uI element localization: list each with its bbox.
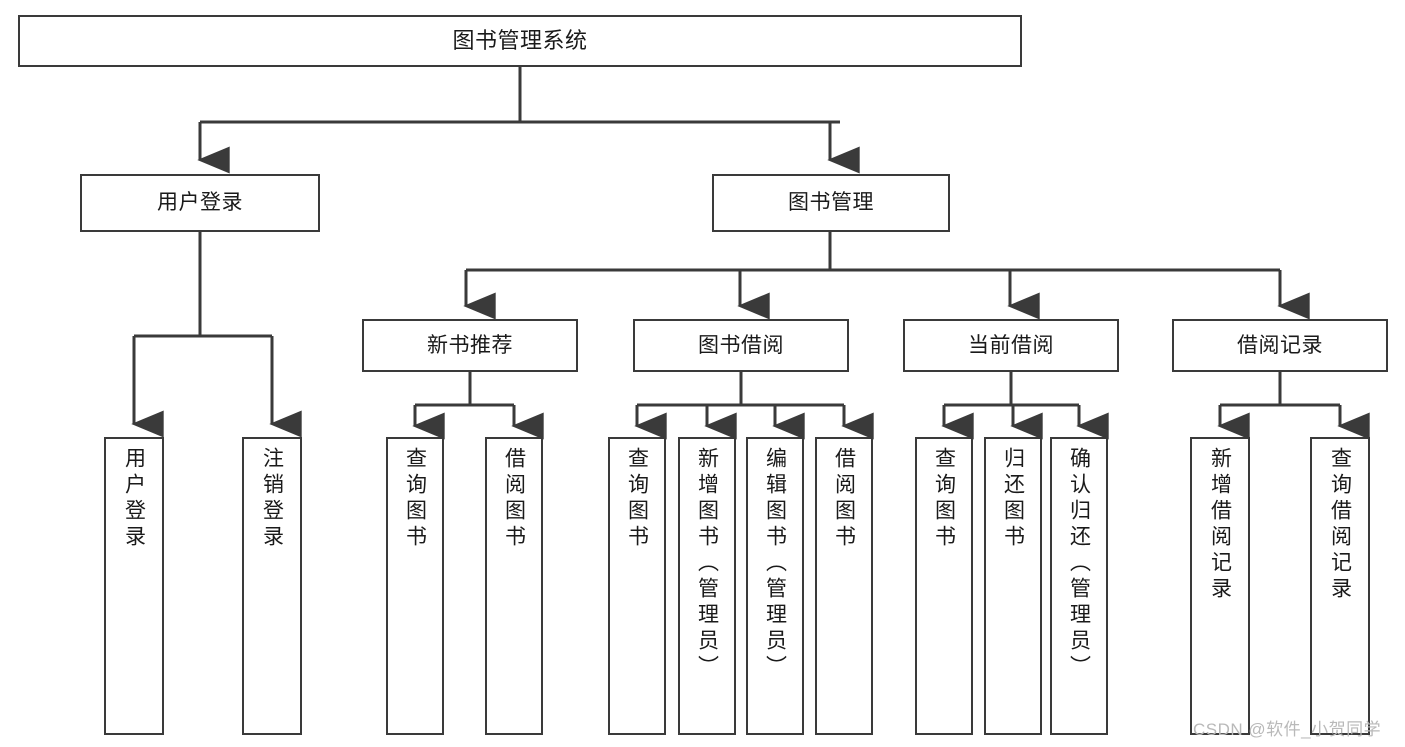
- node-label: 图书管理: [788, 191, 874, 215]
- node-label: 借阅记录: [1237, 333, 1323, 357]
- node-book-borrow[interactable]: 图书借阅: [633, 319, 849, 372]
- leaf-query-book-recommend[interactable]: 查询图书: [386, 437, 444, 735]
- node-label: 查询借阅记录: [1328, 447, 1352, 603]
- node-label: 用户登录: [157, 191, 243, 215]
- node-label: 注销登录: [260, 447, 284, 551]
- leaf-confirm-return-admin[interactable]: 确认归还（管理员）: [1050, 437, 1108, 735]
- node-borrow-record[interactable]: 借阅记录: [1172, 319, 1388, 372]
- node-label: 借阅图书: [832, 447, 856, 551]
- leaf-logout[interactable]: 注销登录: [242, 437, 302, 735]
- leaf-edit-book-admin[interactable]: 编辑图书（管理员）: [746, 437, 804, 735]
- node-label: 编辑图书（管理员）: [763, 447, 787, 681]
- node-new-book-recommend[interactable]: 新书推荐: [362, 319, 578, 372]
- node-book-management[interactable]: 图书管理: [712, 174, 950, 232]
- leaf-borrow-book[interactable]: 借阅图书: [815, 437, 873, 735]
- node-label: 新增图书（管理员）: [695, 447, 719, 681]
- leaf-query-book-current[interactable]: 查询图书: [915, 437, 973, 735]
- node-label: 当前借阅: [968, 333, 1054, 357]
- leaf-user-login[interactable]: 用户登录: [104, 437, 164, 735]
- node-label: 图书管理系统: [452, 27, 588, 53]
- leaf-add-book-admin[interactable]: 新增图书（管理员）: [678, 437, 736, 735]
- node-current-borrow[interactable]: 当前借阅: [903, 319, 1119, 372]
- leaf-return-book[interactable]: 归还图书: [984, 437, 1042, 735]
- csdn-watermark: CSDN @软件_小贺同学: [1193, 720, 1382, 739]
- leaf-borrow-book-recommend[interactable]: 借阅图书: [485, 437, 543, 735]
- node-label: 查询图书: [932, 447, 956, 551]
- leaf-query-borrow-record[interactable]: 查询借阅记录: [1310, 437, 1370, 735]
- node-label: 新书推荐: [427, 333, 513, 357]
- node-label: 归还图书: [1001, 447, 1025, 551]
- leaf-add-borrow-record[interactable]: 新增借阅记录: [1190, 437, 1250, 735]
- node-label: 查询图书: [625, 447, 649, 551]
- node-label: 图书借阅: [698, 333, 784, 357]
- node-label: 查询图书: [403, 447, 427, 551]
- node-root[interactable]: 图书管理系统: [18, 15, 1022, 67]
- node-label: 确认归还（管理员）: [1067, 447, 1091, 681]
- node-label: 用户登录: [122, 447, 146, 551]
- node-label: 新增借阅记录: [1208, 447, 1232, 603]
- node-label: 借阅图书: [502, 447, 526, 551]
- node-user-login[interactable]: 用户登录: [80, 174, 320, 232]
- leaf-query-book-borrow[interactable]: 查询图书: [608, 437, 666, 735]
